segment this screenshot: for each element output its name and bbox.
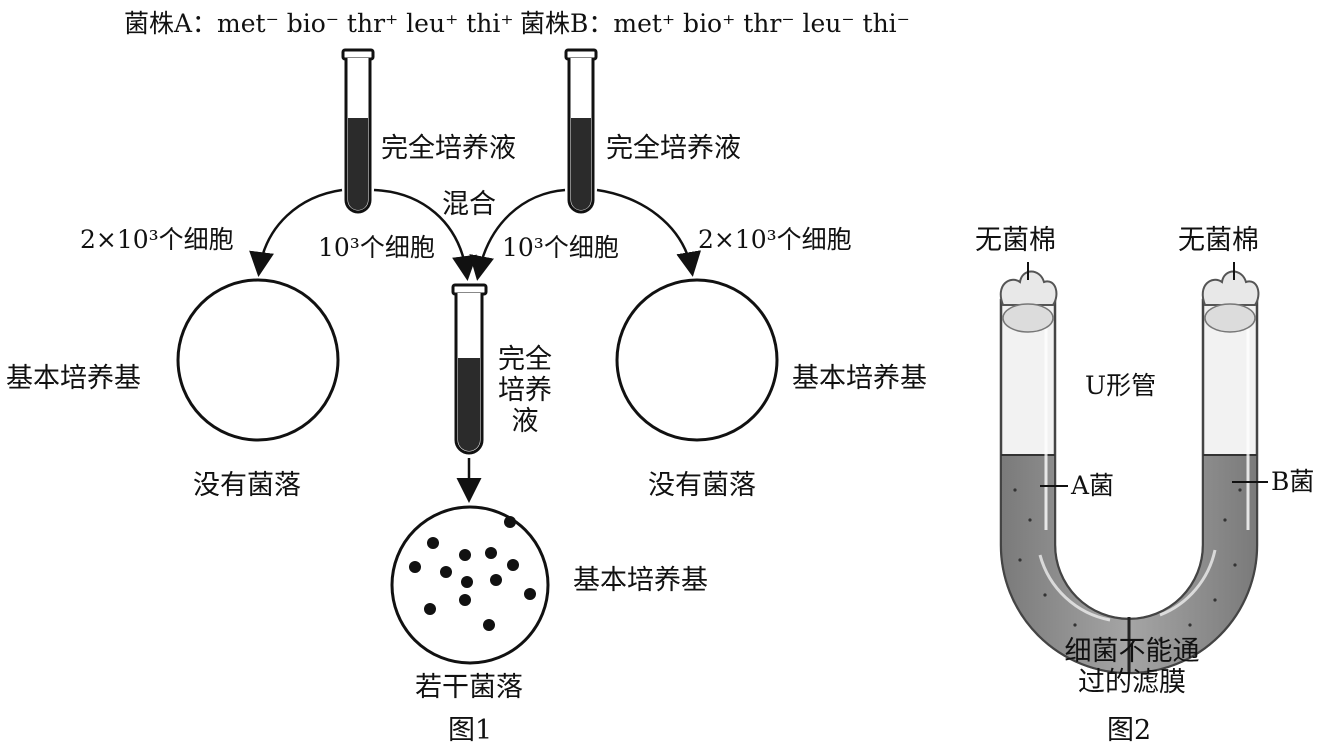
tube-b-label: 完全培养液 <box>606 133 741 164</box>
figure-2-caption: 图2 <box>1107 715 1152 746</box>
left-plate <box>176 278 340 442</box>
right-plate-result: 没有菌落 <box>648 470 756 501</box>
right-plate-label: 基本培养基 <box>792 363 927 394</box>
test-tube-b <box>564 48 598 214</box>
cotton-plug-right <box>1201 270 1260 306</box>
left-arrow-cell-count: 2×10³个细胞 <box>80 225 234 254</box>
u-tube <box>999 262 1268 675</box>
colony <box>485 547 497 559</box>
strain-b-genotype: 菌株B：met⁺ bio⁺ thr⁻ leu⁻ thi⁻ <box>520 9 910 38</box>
bottom-plate-label: 基本培养基 <box>573 565 708 596</box>
colony <box>409 561 421 573</box>
right-plate <box>615 278 779 442</box>
mid-left-arrow-cell-count: 10³个细胞 <box>318 233 435 262</box>
left-plate-label: 基本培养基 <box>6 363 141 394</box>
bacteria-b-label: B菌 <box>1271 467 1315 496</box>
colony <box>459 594 471 606</box>
colony <box>461 576 473 588</box>
mixed-tube-label: 完全培养液 <box>498 344 552 438</box>
mix-label: 混合 <box>442 189 496 220</box>
bacteria-a-label: A菌 <box>1071 471 1115 500</box>
u-tube-label: U形管 <box>1085 371 1157 400</box>
colony <box>459 549 471 561</box>
cotton-left-label: 无菌棉 <box>975 225 1056 256</box>
arrow-b-to-right-plate <box>596 188 702 277</box>
cotton-right-label: 无菌棉 <box>1178 225 1259 256</box>
arrow-b-to-mix <box>469 188 566 281</box>
mid-right-arrow-cell-count: 10³个细胞 <box>502 233 619 262</box>
right-arrow-cell-count: 2×10³个细胞 <box>698 225 852 254</box>
cotton-plug-left <box>999 270 1058 306</box>
arrow-a-to-left-plate <box>249 188 343 277</box>
colony <box>524 588 536 600</box>
membrane-label: 细菌不能通过的滤膜 <box>1064 636 1200 699</box>
colony <box>427 537 439 549</box>
colony <box>490 574 502 586</box>
colony <box>483 619 495 631</box>
colonies <box>409 516 536 631</box>
colony <box>504 516 516 528</box>
arrow-a-to-mix <box>373 188 477 281</box>
colony <box>424 603 436 615</box>
tube-a-label: 完全培养液 <box>381 133 516 164</box>
colony <box>440 566 452 578</box>
strain-a-genotype: 菌株A：met⁻ bio⁻ thr⁺ leu⁺ thi⁺ <box>124 9 514 38</box>
bottom-plate-result: 若干菌落 <box>415 672 523 703</box>
colony <box>507 559 519 571</box>
test-tube-a <box>341 48 375 214</box>
mixed-test-tube <box>451 283 488 455</box>
figure-1-caption: 图1 <box>448 715 493 746</box>
left-plate-result: 没有菌落 <box>193 470 301 501</box>
